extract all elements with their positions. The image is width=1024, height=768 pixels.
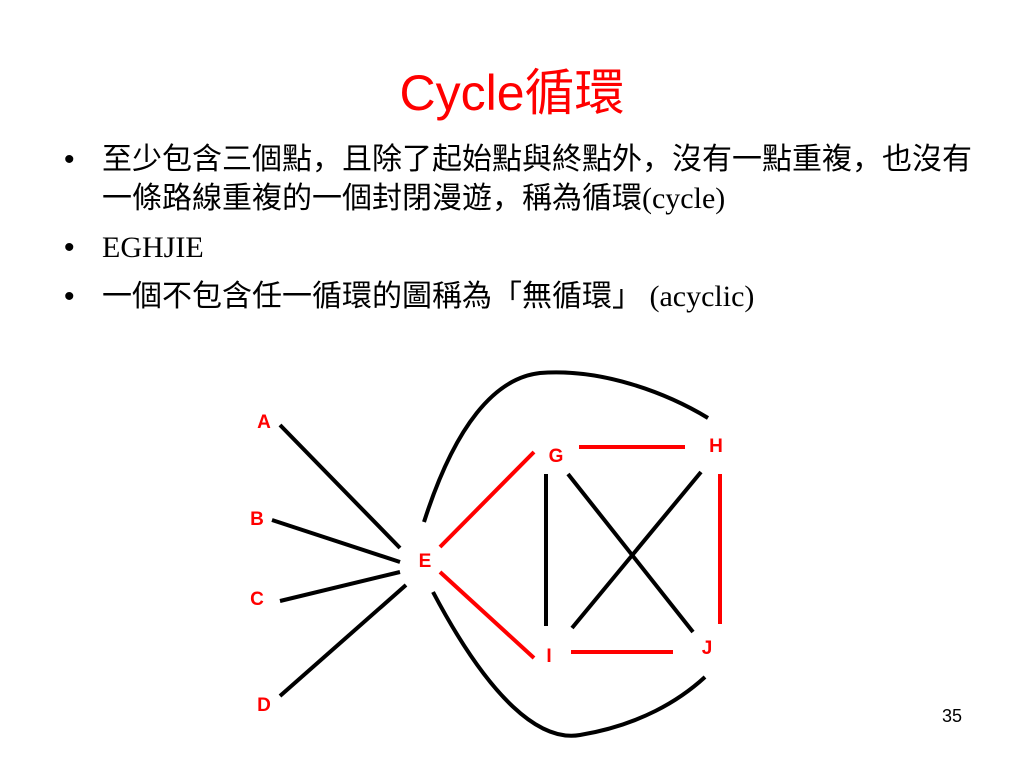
node-label-a: A xyxy=(257,412,271,433)
edge-e-g xyxy=(438,450,536,549)
bullet-list: • 至少包含三個點，且除了起始點與終點外，沒有一點重複，也沒有一條路線重複的一個… xyxy=(62,140,982,326)
edge-d-e xyxy=(278,583,408,698)
bullet-marker: • xyxy=(64,143,75,176)
edge-h-i xyxy=(570,470,703,630)
edge-layer xyxy=(271,370,722,738)
page-number: 35 xyxy=(941,706,962,726)
slide-title: Cycle循環 xyxy=(399,65,625,121)
node-label-layer: A B C D E G H I J xyxy=(250,412,723,716)
node-label-h: H xyxy=(709,436,723,457)
node-label-b: B xyxy=(250,509,264,530)
edge-b-e xyxy=(271,518,401,564)
bullet-text-latin: (acyclic) xyxy=(642,280,755,313)
node-label-d: D xyxy=(257,695,271,716)
node-label-i: I xyxy=(546,646,551,667)
bullet-text-latin: (cycle) xyxy=(642,182,726,215)
bullet-cycle-definition: • 至少包含三個點，且除了起始點與終點外，沒有一點重複，也沒有一條路線重複的一個… xyxy=(62,140,982,218)
bullet-marker: • xyxy=(64,280,75,313)
edge-a-e xyxy=(278,423,402,550)
bullet-example-cycle: • EGHJIE xyxy=(62,228,982,267)
node-label-e: E xyxy=(419,551,432,572)
edge-e-j xyxy=(431,591,707,738)
edge-c-e xyxy=(279,570,401,603)
bullet-text-latin: EGHJIE xyxy=(102,231,204,264)
edge-g-j xyxy=(566,472,695,634)
bullet-text-cjk: 一個不包含任一循環的圖稱為「無循環」 xyxy=(102,279,642,314)
node-label-j: J xyxy=(702,638,713,659)
edge-e-i xyxy=(438,570,536,660)
node-label-c: C xyxy=(250,589,264,610)
bullet-acyclic-definition: • 一個不包含任一循環的圖稱為「無循環」 (acyclic) xyxy=(62,277,982,316)
bullet-marker: • xyxy=(64,231,75,264)
edge-e-h xyxy=(422,370,710,523)
bullet-text-cjk: 至少包含三個點，且除了起始點與終點外，沒有一點重複，也沒有一條路線重複的一個封閉… xyxy=(102,142,972,216)
node-label-g: G xyxy=(549,446,564,467)
